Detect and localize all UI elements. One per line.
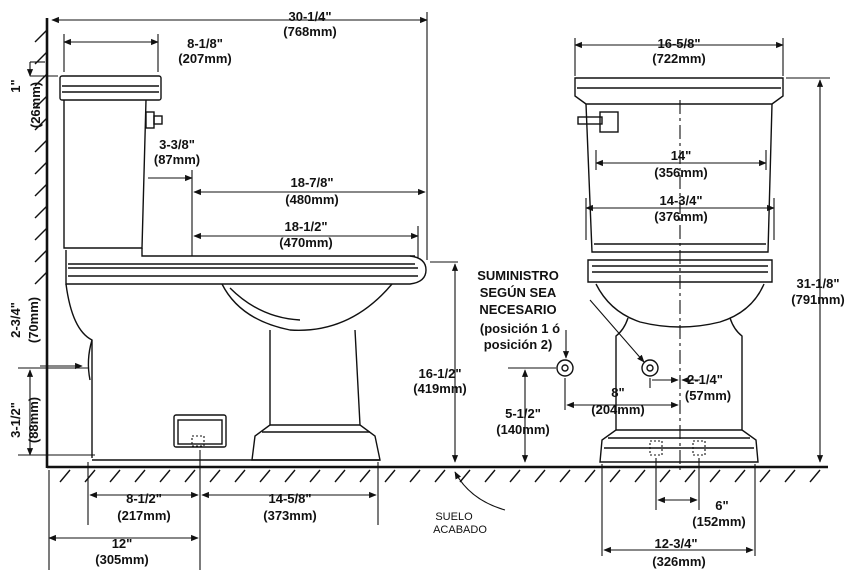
seat-length-in: 18-7/8" [290, 175, 333, 190]
supply-spacing-in: 8" [611, 385, 624, 400]
tank-depth-in: 8-1/8" [187, 36, 223, 51]
floor-label-line-1: SUELO [435, 511, 473, 523]
supply-height-in: 5-1/2" [505, 406, 541, 421]
base-height-mm: (88mm) [26, 397, 41, 443]
trapway-height-in: 2-3/4" [8, 302, 23, 338]
tank-inner-width-in: 14" [671, 148, 692, 163]
bowl-length-in: 18-1/2" [284, 219, 327, 234]
supply-label-line-2: SEGÚN SEA [480, 285, 557, 300]
finished-floor [47, 465, 828, 483]
wall [34, 18, 49, 468]
overall-height-in: 31-1/8" [796, 276, 839, 291]
seat-length-mm: (480mm) [285, 192, 338, 207]
tank-inner-width-mm: (356mm) [654, 165, 707, 180]
overall-length-in: 30-1/4" [288, 9, 331, 24]
rim-height-mm: (419mm) [413, 381, 466, 396]
tank-width-mm: (722mm) [652, 51, 705, 66]
bowl-length-mm: (470mm) [279, 235, 332, 250]
overall-height-mm: (791mm) [791, 292, 844, 307]
tank-body-width-mm: (376mm) [654, 209, 707, 224]
supply-callout: SUMINISTRO SEGÚN SEA NECESARIO (posición… [477, 268, 560, 352]
tank-body-width-in: 14-3/4" [659, 193, 702, 208]
bolt-spacing-in: 6" [715, 498, 728, 513]
supply-label-line-5: posición 2) [484, 337, 553, 352]
rough-in-in: 12" [112, 536, 133, 551]
supply-label-line-1: SUMINISTRO [477, 268, 559, 283]
base-width-mm: (326mm) [652, 554, 705, 569]
tank-width-in: 16-5/8" [657, 36, 700, 51]
trip-lever-icon [577, 111, 619, 133]
tank-depth-mm: (207mm) [178, 51, 231, 66]
floor-callout: SUELO ACABADO [433, 511, 487, 536]
front-view-dimension-lines [562, 38, 830, 556]
lid-height-mm: (26mm) [28, 82, 43, 128]
supply-label-line-4: (posición 1 ó [480, 321, 560, 336]
side-view-toilet [59, 75, 427, 461]
base-front-1-in: 8-1/2" [126, 491, 162, 506]
floor-label-line-2: ACABADO [433, 524, 487, 536]
supply-label-line-3: NECESARIO [479, 302, 556, 317]
supply-height-mm: (140mm) [496, 422, 549, 437]
side-view-dimension-lines [18, 12, 556, 570]
bolt-spacing-mm: (152mm) [692, 514, 745, 529]
supply-position-2-icon [641, 359, 659, 377]
tank-offset-in: 3-3/8" [159, 137, 195, 152]
supply-position-1-icon [556, 359, 574, 377]
base-front-1-mm: (217mm) [117, 508, 170, 523]
overall-length-mm: (768mm) [283, 24, 336, 39]
base-height-in: 3-1/2" [8, 402, 23, 438]
trapway-height-mm: (70mm) [26, 297, 41, 343]
base-front-2-in: 14-5/8" [268, 491, 311, 506]
tank-offset-mm: (87mm) [154, 152, 200, 167]
rough-in-mm: (305mm) [95, 552, 148, 567]
supply-offset-mm: (57mm) [685, 388, 731, 403]
supply-offset-in: 2-1/4" [687, 372, 723, 387]
flush-handle-icon [145, 111, 163, 129]
dimension-labels: 30-1/4" (768mm) 8-1/8" (207mm) 1" (26mm)… [8, 9, 845, 569]
lid-height-in: 1" [8, 79, 23, 92]
rim-height-in: 16-1/2" [418, 366, 461, 381]
base-width-in: 12-3/4" [654, 536, 697, 551]
supply-spacing-mm: (204mm) [591, 402, 644, 417]
base-front-2-mm: (373mm) [263, 508, 316, 523]
